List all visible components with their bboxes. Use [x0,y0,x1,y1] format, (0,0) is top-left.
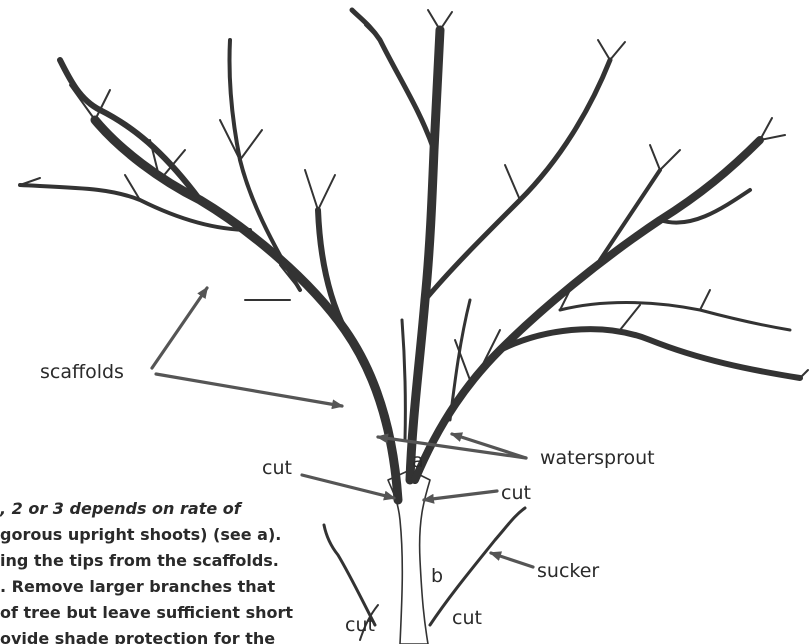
caption-line-2: gorous upright shoots) (see a). [0,525,281,544]
twigs [20,10,808,380]
tree-illustration [20,10,808,644]
label-cut-upper-left: cut [262,457,292,479]
caption-line-5: of tree but leave sufficient short [0,603,293,622]
caption-line-3: ing the tips from the scaffolds. [0,551,279,570]
label-cut-upper-right: cut [501,482,531,504]
caption-text: , 2 or 3 depends on rate of gorous uprig… [0,499,293,644]
caption-line-6: ovide shade protection for the [0,629,275,644]
label-cut-bottom-right: cut [452,607,482,629]
label-cut-bottom-left: cut [345,614,375,636]
label-scaffolds: scaffolds [40,361,124,383]
scaffold-limbs [20,10,800,500]
label-b: b [431,565,443,587]
caption-line-1: , 2 or 3 depends on rate of [0,499,243,518]
label-watersprout: watersprout [540,447,655,469]
caption-line-4: . Remove larger branches that [0,577,275,596]
label-a: a [412,450,424,472]
label-sucker: sucker [537,560,599,582]
